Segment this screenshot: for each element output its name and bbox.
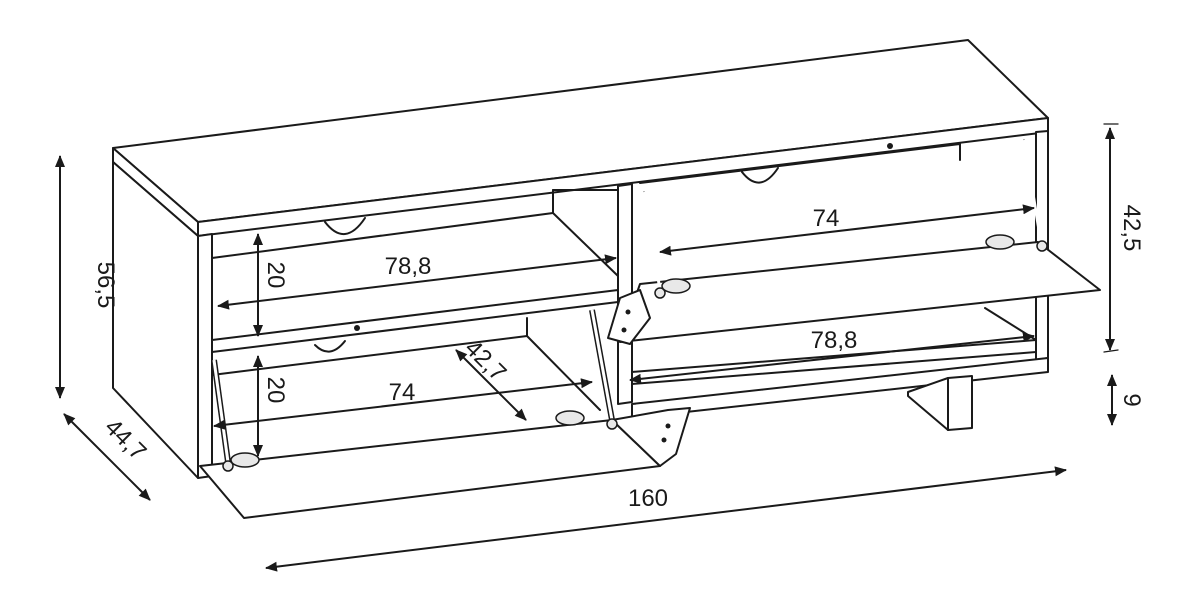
hinge-cup: [661, 278, 691, 294]
label-leg-height: 9: [1118, 393, 1145, 406]
back-wall-upper-right: [639, 143, 961, 184]
cable-hole-upper-right: [741, 167, 779, 184]
dimension-lines: [55, 123, 1119, 572]
label-lower-right-width: 78,8: [811, 327, 858, 354]
dim-width: [265, 466, 1067, 572]
hinge-screw: [625, 309, 631, 315]
cabinet-top-panel: [112, 39, 1049, 223]
dim-compartment-depth: [455, 349, 527, 421]
label-width: 160: [628, 485, 668, 512]
dim-depth: [63, 413, 151, 501]
strut-mount: [222, 460, 234, 472]
dim-upper-right-width: [659, 204, 1035, 256]
upper-right-flap-hinge-plate: [607, 289, 651, 345]
label-upper-left-height: 20: [262, 262, 289, 289]
lower-left-flap-panel: [199, 419, 661, 519]
dim-upper-left-width: [217, 254, 617, 310]
right-lower-back: [984, 307, 1037, 341]
gas-strut-lower-left-inner: [212, 359, 230, 463]
dim-front-height-tick-bottom: [1103, 349, 1119, 353]
hinge-cup: [985, 234, 1015, 250]
label-lower-left-height: 20: [262, 377, 289, 404]
lower-left-depth-line: [526, 335, 601, 411]
label-lower-left-width: 74: [389, 379, 416, 406]
strut-mount: [606, 418, 618, 430]
cable-hole-upper-left: [324, 217, 366, 235]
cabinet-left-front-edge: [197, 233, 213, 479]
dim-lower-right-width: [629, 332, 1035, 384]
dim-lower-left-width: [213, 378, 593, 430]
hinge-screw: [621, 327, 627, 333]
upper-right-flap-panel: [619, 241, 1101, 343]
shelf-hole: [354, 325, 360, 331]
label-upper-left-width: 78,8: [385, 253, 432, 280]
hinge-screw: [665, 423, 671, 429]
gas-strut-left-inner: [642, 191, 662, 291]
strut-mount: [654, 287, 666, 299]
top-panel-hole: [887, 143, 893, 149]
strut-mount: [1036, 240, 1048, 252]
left-shelf-depth-line: [552, 212, 619, 277]
lower-left-flap-hinge-plate: [611, 407, 691, 467]
hinge-screw: [661, 437, 667, 443]
cable-hole-lower-left: [314, 340, 346, 353]
hinge-cup: [230, 452, 260, 468]
label-total-height: 56,5: [92, 262, 119, 309]
hinge-cup: [555, 410, 585, 426]
gas-strut-lower-right-inner: [590, 309, 614, 421]
label-upper-right-width: 74: [813, 205, 840, 232]
label-front-height: 42,5: [1118, 205, 1145, 252]
cabinet-leg: [947, 375, 973, 431]
gas-strut-right-inner: [1022, 139, 1044, 249]
